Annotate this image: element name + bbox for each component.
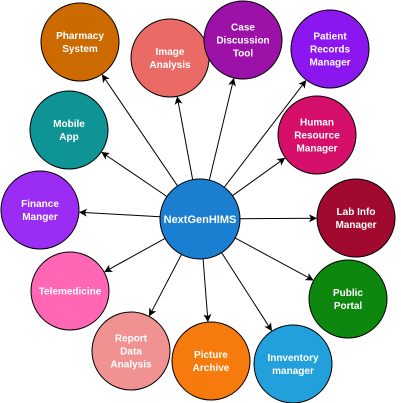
edge-case xyxy=(208,77,236,183)
node-circle-patient[interactable] xyxy=(290,9,370,89)
node-circle-case[interactable] xyxy=(203,0,283,80)
node-telemedicine[interactable]: Telemedicine xyxy=(30,251,110,331)
node-circle-pharmacy[interactable] xyxy=(40,2,120,82)
node-circle-image[interactable] xyxy=(130,18,210,98)
edge-hr xyxy=(230,157,286,198)
edge-patient xyxy=(222,79,307,190)
edge-mobile xyxy=(101,151,169,199)
node-circle-report[interactable] xyxy=(91,311,171,391)
edge-inventory xyxy=(220,250,272,332)
node-circle-telemedicine[interactable] xyxy=(30,251,110,331)
edge-image xyxy=(174,96,194,182)
node-label-telemedicine: Telemedicine xyxy=(39,287,102,298)
edge-finance xyxy=(78,208,163,218)
node-circle-inventory[interactable] xyxy=(253,324,333,403)
edge-picture xyxy=(202,256,212,323)
node-circle-lab[interactable] xyxy=(316,178,396,258)
node-circle-picture[interactable] xyxy=(171,321,251,401)
hub-circle[interactable] xyxy=(159,178,241,260)
edge-telemedicine xyxy=(104,236,168,273)
hub-node[interactable]: NextGenHIMS xyxy=(159,178,241,260)
edge-pharmacy xyxy=(101,74,180,188)
edge-lab xyxy=(237,214,318,223)
edge-report xyxy=(149,252,183,317)
node-circle-finance[interactable] xyxy=(0,170,80,250)
node-circle-hr[interactable] xyxy=(277,95,357,175)
node-circle-mobile[interactable] xyxy=(29,90,109,170)
hub-label: NextGenHIMS xyxy=(164,214,237,226)
edges-layer xyxy=(78,74,318,332)
node-circle-portal[interactable] xyxy=(308,259,388,339)
hub-layer: NextGenHIMS xyxy=(159,178,241,260)
edge-portal xyxy=(233,236,314,281)
